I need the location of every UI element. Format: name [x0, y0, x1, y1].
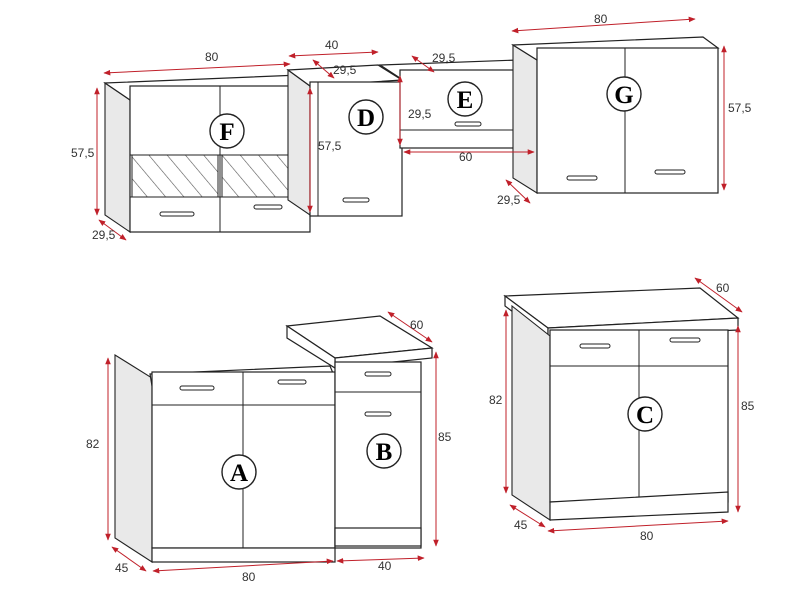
unit-a-label: A	[230, 460, 248, 487]
unit-a-badge	[221, 454, 257, 490]
dim-c-height-inner: 82	[489, 393, 503, 407]
dim-c-depth-top: 60	[716, 281, 730, 295]
dim-d-height: 57,5	[318, 139, 342, 153]
dim-d-width: 40	[325, 38, 339, 52]
dim-b-width: 40	[378, 559, 392, 573]
dim-f-width: 80	[205, 50, 219, 64]
cabinet-f-side	[104, 81, 131, 234]
dim-e-height: 29,5	[408, 107, 432, 121]
unit-f-label: F	[219, 119, 234, 146]
dim-g-width: 80	[594, 12, 608, 26]
unit-d-badge	[348, 99, 384, 135]
cabinet-a-side	[114, 354, 153, 564]
unit-d-label: D	[357, 105, 375, 132]
unit-e-badge	[447, 81, 483, 117]
dimension-labels: 80 57,5 29,5 40 29,5 57,5 29,5 29,5 60 8…	[71, 12, 755, 584]
dim-g-height: 57,5	[728, 101, 752, 115]
unit-b-badge	[366, 433, 402, 469]
unit-g-label: G	[614, 82, 633, 109]
cabinet-ab-group: A B	[114, 315, 434, 564]
dim-b-height: 85	[438, 430, 452, 444]
cabinet-c: C	[503, 287, 740, 522]
dim-a-width: 80	[242, 570, 256, 584]
cabinet-g-front	[536, 47, 719, 194]
cabinet-g-side	[512, 44, 538, 194]
dim-c-depth: 45	[514, 518, 528, 532]
dim-ab-depth: 60	[410, 318, 424, 332]
dim-e-width: 60	[459, 150, 473, 164]
unit-g-badge	[606, 76, 642, 112]
dim-a-height: 82	[86, 437, 100, 451]
dimension-lines	[94, 16, 743, 574]
dim-f-depth: 29,5	[92, 228, 116, 242]
cabinet-d-side	[287, 68, 311, 217]
unit-f-badge	[209, 113, 245, 149]
dim-c-height: 85	[741, 399, 755, 413]
cabinet-f: F	[103, 74, 312, 234]
cabinet-d: D	[286, 64, 404, 217]
dim-f-height: 57,5	[71, 146, 95, 160]
unit-b-label: B	[376, 439, 393, 466]
dim-a-depth: 45	[115, 561, 129, 575]
unit-c-badge	[627, 396, 663, 432]
dim-d-depth: 29,5	[333, 63, 357, 77]
dim-g-depth: 29,5	[497, 193, 521, 207]
unit-e-label: E	[457, 87, 474, 114]
cabinet-g: G	[511, 36, 720, 194]
dim-e-depth: 29,5	[432, 51, 456, 65]
unit-c-label: C	[636, 402, 654, 429]
cabinet-c-side	[511, 304, 551, 522]
dim-c-width: 80	[640, 529, 654, 543]
